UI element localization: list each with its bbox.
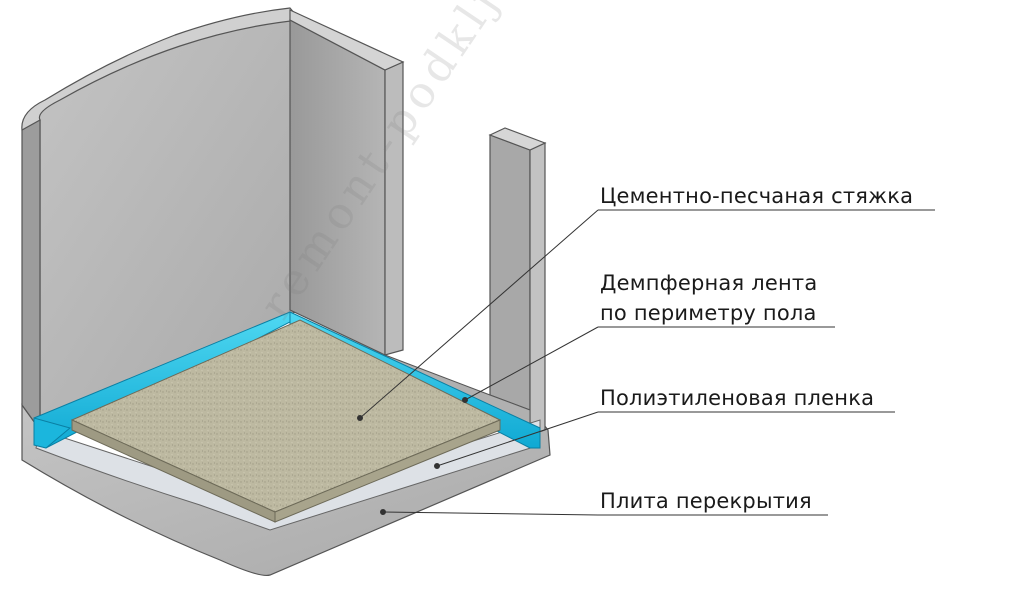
back-wall-top: [289, 9, 405, 71]
right-wall-top: [488, 127, 547, 151]
left-wall-edge: [21, 116, 41, 432]
screed-side-right: [274, 419, 501, 523]
leader-slab: [382, 511, 599, 516]
label-screed: Цементно-песчаная стяжка: [600, 184, 914, 208]
leader-damper: [464, 326, 599, 401]
leader-screed: [359, 209, 599, 419]
right-wall: [489, 134, 531, 411]
label-damper-line2: по периметру пола: [600, 301, 817, 325]
right-wall-front: [529, 142, 546, 436]
floor-slab: [21, 403, 551, 577]
label-film: Полиэтиленовая пленка: [600, 386, 875, 410]
label-damper-line1: Демпферная лента: [600, 271, 818, 295]
damper-tape-front-left: [33, 417, 72, 449]
label-slab: Плита перекрытия: [600, 489, 812, 513]
leader-film: [436, 411, 599, 467]
leader-lines: [357, 209, 935, 516]
